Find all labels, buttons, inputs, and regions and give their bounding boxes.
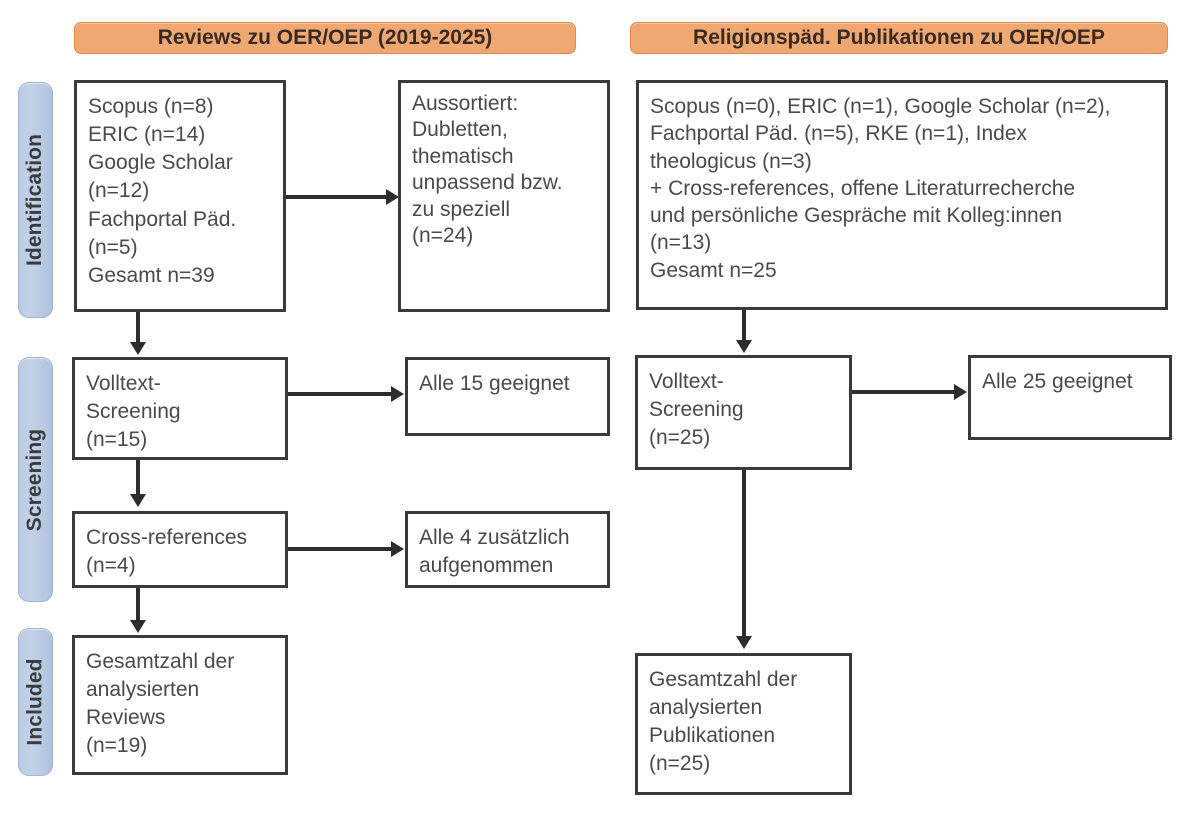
arrowhead-left-fulltext-to-result [391,386,404,402]
connector-left-crossrefs-to-result [288,547,393,551]
arrowhead-left-fulltext-to-crossrefs [130,494,146,507]
phase-pill-identification: Identification [18,82,53,318]
column-header-religionspaed-label: Religionspäd. Publikationen zu OER/OEP [693,26,1105,49]
node-left-crossrefs: Cross-references (n=4) [72,511,288,588]
connector-right-sources-to-fulltext [742,310,746,342]
connector-left-sources-to-fulltext [136,312,140,344]
arrowhead-left-crossrefs-to-included [130,620,146,633]
node-left-fulltext-screening: Volltext- Screening (n=15) [72,357,288,460]
node-left-sources: Scopus (n=8) ERIC (n=14) Google Scholar … [74,80,286,312]
arrowhead-left-sources-to-fulltext [130,342,146,355]
node-right-fulltext-result: Alle 25 geeignet [968,355,1172,440]
connector-right-fulltext-to-result [852,390,956,394]
connector-left-fulltext-to-result [288,392,393,396]
node-right-included: Gesamtzahl der analysierten Publikatione… [635,653,852,795]
connector-right-fulltext-to-included [742,470,746,638]
column-header-reviews: Reviews zu OER/OEP (2019-2025) [74,22,576,54]
node-left-fulltext-result: Alle 15 geeignet [405,357,610,436]
phase-label-screening: Screening [23,428,47,531]
connector-left-crossrefs-to-included [136,588,140,622]
arrowhead-left-sources-to-excluded [386,189,399,205]
node-left-included: Gesamtzahl der analysierten Reviews (n=1… [72,635,288,775]
arrowhead-left-crossrefs-to-result [391,541,404,557]
arrowhead-right-sources-to-fulltext [736,340,752,353]
node-right-fulltext-screening: Volltext- Screening (n=25) [635,355,852,470]
node-left-excluded: Aussortiert: Dubletten, thematisch unpas… [398,80,610,312]
phase-label-included: Included [23,658,47,746]
column-header-reviews-label: Reviews zu OER/OEP (2019-2025) [157,26,493,49]
connector-left-fulltext-to-crossrefs [136,460,140,496]
arrowhead-right-fulltext-to-result [954,384,967,400]
phase-pill-screening: Screening [18,357,53,602]
arrowhead-right-fulltext-to-included [736,636,752,649]
phase-label-identification: Identification [23,133,47,267]
column-header-religionspaed: Religionspäd. Publikationen zu OER/OEP [630,22,1168,54]
phase-pill-included: Included [18,628,53,776]
connector-left-sources-to-excluded [286,195,388,199]
node-right-sources: Scopus (n=0), ERIC (n=1), Google Scholar… [636,80,1168,310]
node-left-crossrefs-result: Alle 4 zusätzlich aufgenommen [405,511,610,588]
